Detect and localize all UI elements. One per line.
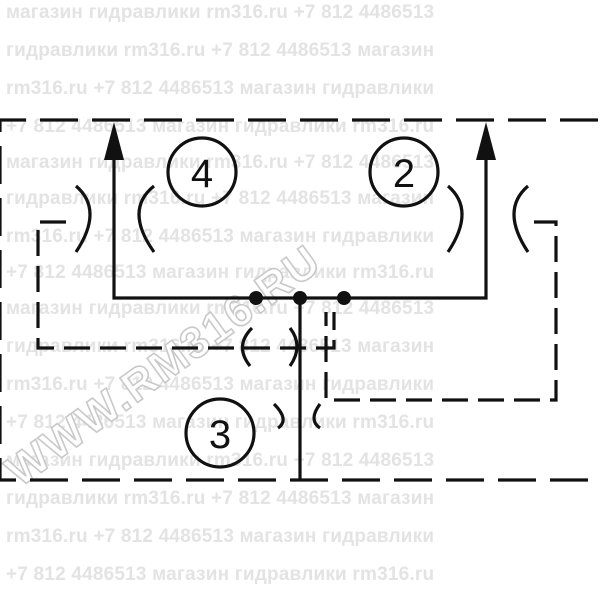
arrow-up-right-icon	[476, 122, 496, 160]
arrow-up-left-icon	[104, 122, 124, 160]
watermark-line: магазин гидравлики rm316.ru +7 812 44865…	[6, 450, 435, 471]
port-3-circle	[184, 397, 256, 469]
watermark-line: гидравлики rm316.ru +7 812 4486513 магаз…	[6, 40, 435, 61]
cross-arc-lower-left	[272, 402, 285, 430]
watermark-line: rm316.ru +7 812 4486513 магазин гидравли…	[6, 526, 435, 547]
junction-dot-left	[249, 291, 263, 305]
check-arc-right-outer	[512, 184, 530, 253]
watermark-line: +7 812 4486513 магазин гидравлики rm316.…	[6, 412, 435, 433]
watermark-line: магазин гидравлики rm316.ru +7 812 44865…	[6, 2, 435, 23]
cross-arc-upper-right	[288, 327, 299, 367]
watermark-line: +7 812 4486513 магазин гидравлики rm316.…	[6, 564, 435, 585]
port-2-label: 2	[393, 152, 415, 196]
port-4-circle	[166, 136, 238, 208]
check-arc-left-outer	[74, 184, 92, 253]
junction-dot-right	[337, 291, 351, 305]
junction-dot-center	[293, 291, 307, 305]
port-3-label: 3	[209, 413, 231, 457]
pilot-line-left-dashed	[36, 220, 336, 350]
watermark-diagonal-text: WWW.RM316.RU	[0, 235, 330, 496]
check-arc-left-inner	[137, 184, 156, 253]
cross-arc-lower-right	[312, 403, 322, 430]
pilot-line-right-dashed	[324, 220, 558, 402]
check-arc-right-inner	[446, 184, 464, 253]
port-4-label: 4	[191, 152, 213, 196]
watermark-line: rm316.ru +7 812 4486513 магазин гидравли…	[6, 78, 435, 99]
cross-arc-upper-left	[240, 326, 254, 367]
port-2-circle	[368, 136, 440, 208]
watermark-line: гидравлики rm316.ru +7 812 4486513 магаз…	[6, 488, 435, 509]
